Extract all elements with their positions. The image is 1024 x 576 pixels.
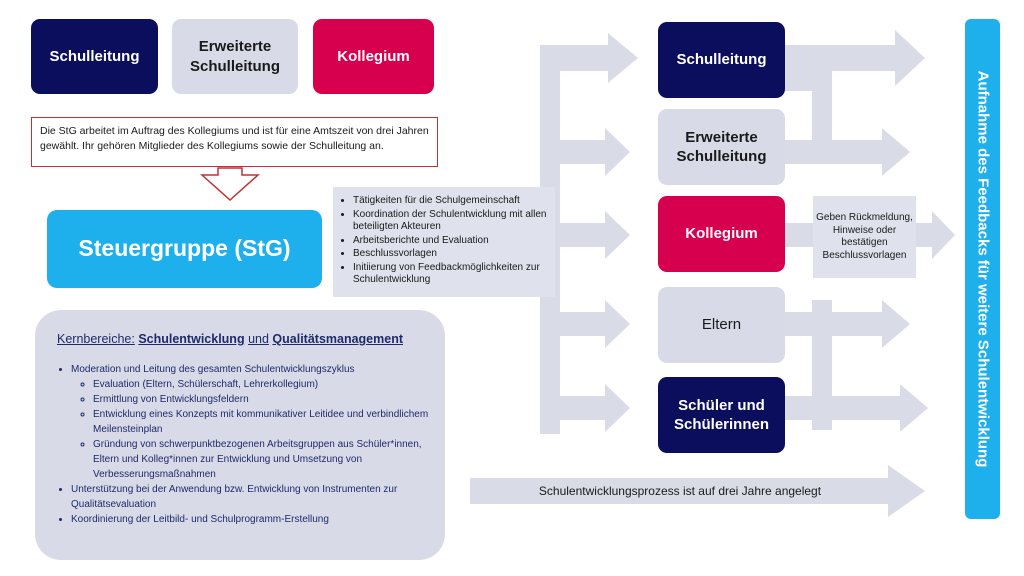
kern-and: und <box>248 332 269 346</box>
arrow-to-kollegium <box>540 211 630 259</box>
box-erweiterte-top: Erweiterte Schulleitung <box>172 19 298 94</box>
box-schulleitung-top: Schulleitung <box>31 19 158 94</box>
steuergruppe-prefix: Steuergruppe (StG <box>78 235 283 262</box>
arrow-to-schulleitung <box>540 33 638 83</box>
kern-item: Moderation und Leitung des gesamten Schu… <box>71 362 429 482</box>
kern-item: Koordinierung der Leitbild- und Schulpro… <box>71 512 429 527</box>
feedback-bar: Aufnahme des Feedbacks für weitere Schul… <box>965 19 1000 519</box>
kern-area1: Schulentwicklung <box>138 332 245 346</box>
target-schueler: Schüler und Schülerinnen <box>658 377 785 453</box>
box-steuergruppe: Steuergruppe (StG) <box>47 210 322 288</box>
kern-subitem: Gründung von schwerpunktbezogenen Arbeit… <box>93 437 429 482</box>
kern-label: Kernbereiche: <box>57 332 135 346</box>
box-kollegium-top: Kollegium <box>313 19 434 94</box>
process-arrow <box>470 465 925 517</box>
process-label: Schulentwicklungsprozess ist auf drei Ja… <box>538 484 822 498</box>
kern-subitem: Ermittlung von Entwicklungsfeldern <box>93 392 429 407</box>
task-item: Initiierung von Feedbackmöglichkeiten zu… <box>353 262 547 287</box>
tasks-box: Tätigkeiten für die Schulgemeinschaft Ko… <box>333 187 555 297</box>
kern-item: Unterstützung bei der Anwendung bzw. Ent… <box>71 482 429 512</box>
arrow-to-schueler <box>540 384 630 432</box>
arrow-to-eltern <box>540 300 630 348</box>
target-kollegium: Kollegium <box>658 196 785 272</box>
kern-item-text: Moderation und Leitung des gesamten Schu… <box>71 364 355 375</box>
task-item: Tätigkeiten für die Schulgemeinschaft <box>353 195 547 208</box>
target-eltern: Eltern <box>658 287 785 363</box>
kern-area2: Qualitätsmanagement <box>272 332 403 346</box>
kern-subitem: Evaluation (Eltern, Schülerschaft, Lehre… <box>93 377 429 392</box>
arrow-to-erweiterte <box>540 128 630 176</box>
arrow-out-1 <box>785 30 925 91</box>
task-item: Beschlussvorlagen <box>353 248 547 261</box>
kern-sublist: Evaluation (Eltern, Schülerschaft, Lehre… <box>71 377 429 482</box>
steuergruppe-suffix: ) <box>282 235 291 262</box>
arrow-out-2 <box>785 128 910 176</box>
down-arrow <box>200 167 260 202</box>
arrow-out-4 <box>785 300 910 348</box>
target-erweiterte: Erweiterte Schulleitung <box>658 109 785 185</box>
arrow-out-5 <box>785 384 928 432</box>
kernbereiche-title: Kernbereiche: Schulentwicklung und Quali… <box>57 332 429 346</box>
task-item: Arbeitsberichte und Evaluation <box>353 235 547 248</box>
feedback-bar-text: Aufnahme des Feedbacks für weitere Schul… <box>974 70 991 468</box>
target-schulleitung: Schulleitung <box>658 22 785 98</box>
kern-list: Moderation und Leitung des gesamten Schu… <box>57 362 429 527</box>
stg-note: Die StG arbeitet im Auftrag des Kollegiu… <box>31 117 438 167</box>
tasks-list: Tätigkeiten für die Schulgemeinschaft Ko… <box>339 195 547 287</box>
kern-subitem: Entwicklung eines Konzepts mit kommunika… <box>93 407 429 437</box>
task-item: Koordination der Schulentwicklung mit al… <box>353 209 547 234</box>
kernbereiche-box: Kernbereiche: Schulentwicklung und Quali… <box>35 310 445 560</box>
feedback-box: Geben Rückmeldung, Hinweise oder bestäti… <box>813 196 916 278</box>
